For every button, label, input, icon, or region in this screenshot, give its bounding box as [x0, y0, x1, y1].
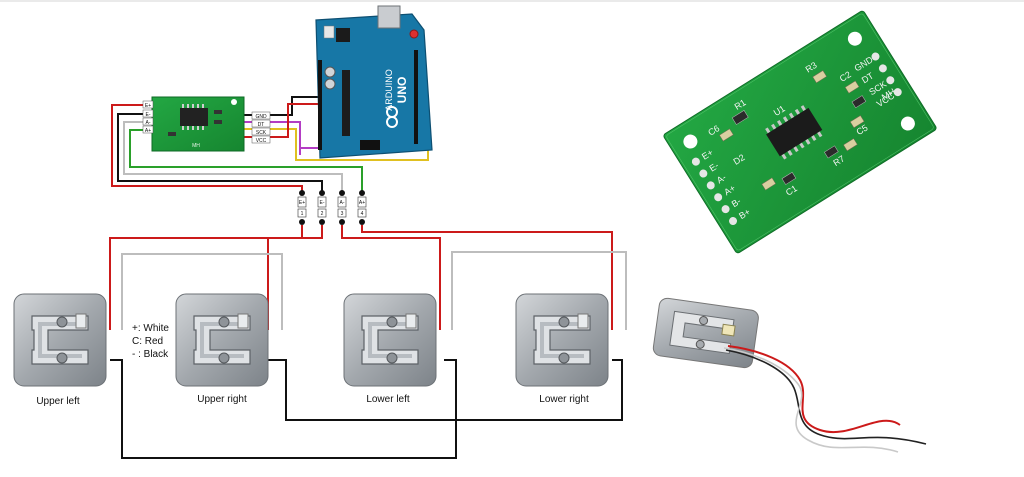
connector-pin-bottom: 3: [341, 211, 344, 217]
connector-block: E+ 1 E- 2 A- 3 A+ 4: [297, 190, 367, 225]
load-cell-label: Upper left: [36, 396, 80, 407]
load-cell-label: Lower right: [539, 394, 589, 405]
hx711-pin-label: A+: [145, 128, 151, 134]
hx711-mark: MH: [192, 143, 200, 149]
load-cell-photo: [652, 297, 927, 453]
legend-line: +: White: [132, 323, 169, 334]
hx711-pin-label: E-: [146, 112, 151, 118]
load-cell-upper-right: Upper right: [175, 293, 269, 405]
legend-line: - : Black: [132, 349, 169, 360]
connector-pin-top: E-: [320, 200, 325, 206]
connector-pin: E- 2: [317, 190, 327, 225]
wire-white-1: [121, 253, 283, 330]
wire-red-4: [361, 225, 613, 330]
wire-red-3: [341, 225, 441, 330]
wire-e-plus: [111, 104, 303, 193]
connector-pin-top: A-: [340, 200, 345, 206]
hx711-pin-label: A-: [146, 120, 151, 126]
wire-gnd: [238, 96, 318, 116]
board-pin-label: A-: [715, 172, 728, 185]
connector-pin: E+ 1: [297, 190, 307, 225]
cable-black: [725, 349, 927, 445]
hx711-module: MH E+ E- A- A+ GND DT SCK VCC: [142, 96, 271, 152]
wire-red-2: [267, 225, 323, 330]
wire-black-2: [268, 359, 623, 421]
board-pin-label: B-: [730, 196, 743, 209]
wire-white-2: [451, 251, 627, 330]
arduino-logo-text: UNO: [395, 77, 409, 104]
hx711-pin-label: VCC: [256, 138, 267, 144]
hx711-pin-label: GND: [255, 114, 267, 120]
wire-a-plus: [129, 129, 363, 193]
arduino-infinity-icon: [386, 106, 398, 128]
hx711-board-photo: C6 R1 D2 U1 R3 C2 C5 R7 C1 MH GND DT SCK…: [663, 10, 937, 254]
connector-pin-bottom: 4: [361, 211, 364, 217]
cable-red: [727, 345, 901, 433]
wire-red-1: [109, 225, 303, 330]
connector-pin: A- 3: [337, 190, 347, 225]
wire-black-1: [110, 359, 457, 459]
load-cell-lower-right: Lower right: [515, 293, 609, 405]
wire-a-minus: [123, 121, 343, 193]
wire-color-legend: +: White C: Red - : Black: [132, 323, 169, 360]
connector-pin-bottom: 2: [321, 211, 324, 217]
connector-pin-top: A+: [359, 200, 365, 206]
arduino-brand-text: ARDUINO: [384, 69, 394, 111]
load-cell-upper-left: Upper left: [13, 293, 107, 407]
connector-pin-bottom: 1: [301, 211, 304, 217]
connector-pin-top: E+: [299, 200, 305, 206]
wire-vcc: [238, 103, 318, 138]
load-cell-label: Lower left: [366, 394, 410, 405]
hx711-pin-label: DT: [258, 122, 265, 128]
connector-pin: A+ 4: [357, 190, 367, 225]
hx711-pin-label: E+: [145, 103, 151, 109]
hx711-pin-label: SCK: [256, 130, 267, 136]
legend-line: C: Red: [132, 336, 163, 347]
wire-e-minus: [117, 113, 323, 193]
load-cell-label: Upper right: [197, 394, 247, 405]
board-pin-label: E-: [707, 160, 720, 173]
cable-white: [723, 347, 899, 453]
load-cell-lower-left: Lower left: [343, 293, 437, 405]
arduino-uno-board: ARDUINO UNO: [315, 5, 433, 159]
